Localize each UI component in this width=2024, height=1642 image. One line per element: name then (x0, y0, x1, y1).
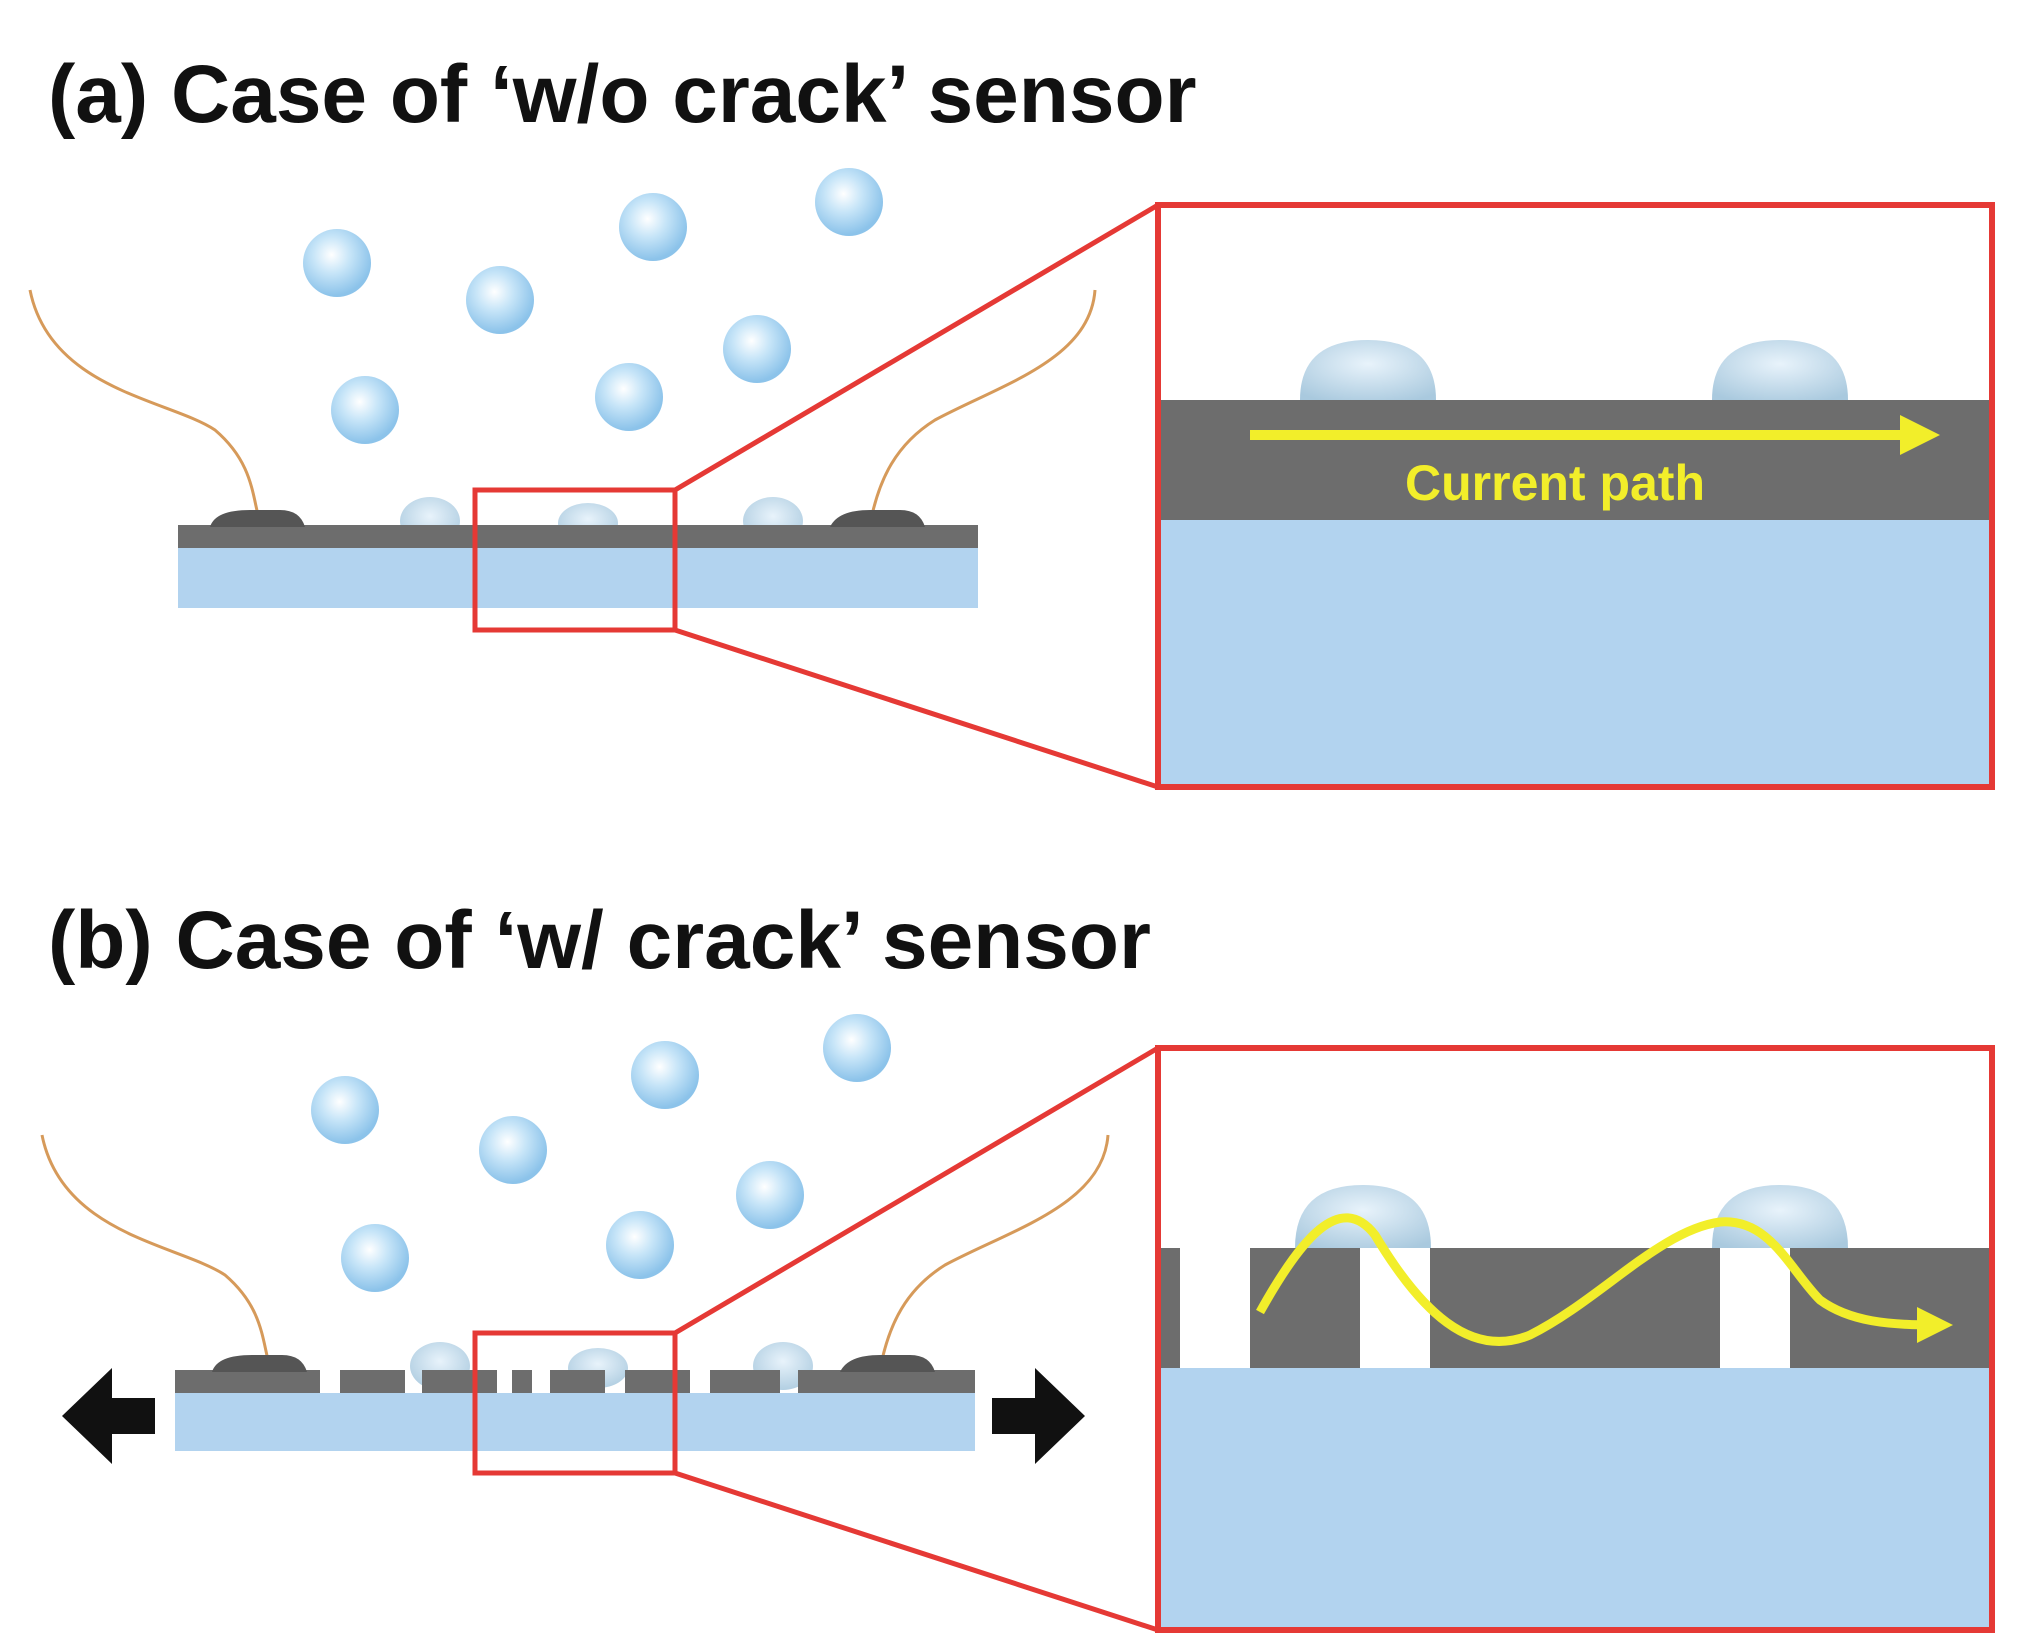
panel-a: (a) Case of ‘w/o crack’ sensor (28, 49, 1995, 790)
substrate-a (178, 548, 978, 608)
water-droplet-icon (303, 229, 371, 297)
water-droplet-icon (815, 168, 883, 236)
zoom-region-b (472, 1330, 678, 1476)
wire-left-b (40, 1134, 270, 1361)
zoom-line-bottom-a (674, 627, 1159, 790)
film-segment (625, 1370, 690, 1393)
zoom-frame-a (1155, 202, 1995, 790)
water-droplet-icon (619, 193, 687, 261)
strain-arrow-right-icon (992, 1368, 1085, 1464)
droplets-a (303, 168, 883, 444)
water-droplet-icon (595, 363, 663, 431)
water-droplet-icon (479, 1116, 547, 1184)
zoom-substrate-a (1158, 520, 1992, 787)
panel-b: (b) Case of ‘w/ crack’ sensor (40, 895, 1995, 1633)
zoom-line-top-a (673, 202, 1160, 493)
water-droplet-icon (606, 1211, 674, 1279)
water-droplet-icon (311, 1076, 379, 1144)
water-droplet-icon (341, 1224, 409, 1292)
current-path-arrow-icon (1256, 1213, 1953, 1346)
panel-a-title: (a) Case of ‘w/o crack’ sensor (48, 49, 1196, 140)
wire-right-b (880, 1134, 1110, 1361)
sensing-film-a (178, 525, 978, 548)
water-droplet-icon (631, 1041, 699, 1109)
film-segment (550, 1370, 605, 1393)
substrate-b (175, 1393, 975, 1451)
zoom-film-segment (1250, 1248, 1360, 1368)
water-droplet-icon (823, 1014, 891, 1082)
film-segment (175, 1370, 320, 1393)
strain-arrow-left-icon (62, 1368, 155, 1464)
zoom-surface-droplet (1295, 1185, 1431, 1248)
zoom-view-b (1155, 1045, 1995, 1633)
zoom-line-top-b (673, 1045, 1160, 1336)
water-droplet-icon (331, 376, 399, 444)
electrode-left-b (212, 1355, 307, 1372)
panel-b-title: (b) Case of ‘w/ crack’ sensor (48, 895, 1151, 986)
droplets-b (311, 1014, 891, 1292)
water-droplet-icon (736, 1161, 804, 1229)
current-path-label: Current path (1405, 455, 1705, 511)
water-droplet-icon (466, 266, 534, 334)
electrode-left-a (210, 510, 305, 527)
zoom-film-a (1158, 400, 1992, 520)
zoom-frame-b (1155, 1045, 1995, 1633)
zoom-line-bottom-b (674, 1470, 1159, 1633)
zoom-region-a (472, 487, 678, 633)
electrode-right-a (830, 510, 925, 527)
zoom-film-segment (1790, 1248, 1992, 1368)
zoom-film-segment (1158, 1248, 1180, 1368)
zoom-surface-droplet (1712, 1185, 1848, 1248)
water-droplet-icon (723, 315, 791, 383)
zoom-substrate-b (1158, 1368, 1992, 1630)
zoom-view-a: Current path (1155, 202, 1995, 790)
film-segment (710, 1370, 780, 1393)
zoom-surface-droplet (1712, 340, 1848, 400)
film-segment (340, 1370, 405, 1393)
electrode-right-b (840, 1355, 935, 1372)
wire-right-a (870, 289, 1097, 516)
film-segment (512, 1370, 532, 1393)
wire-left-a (28, 289, 260, 516)
film-segment (798, 1370, 975, 1393)
cracked-film-b (175, 1370, 975, 1393)
film-segment (422, 1370, 497, 1393)
zoom-surface-droplet (1300, 340, 1436, 400)
